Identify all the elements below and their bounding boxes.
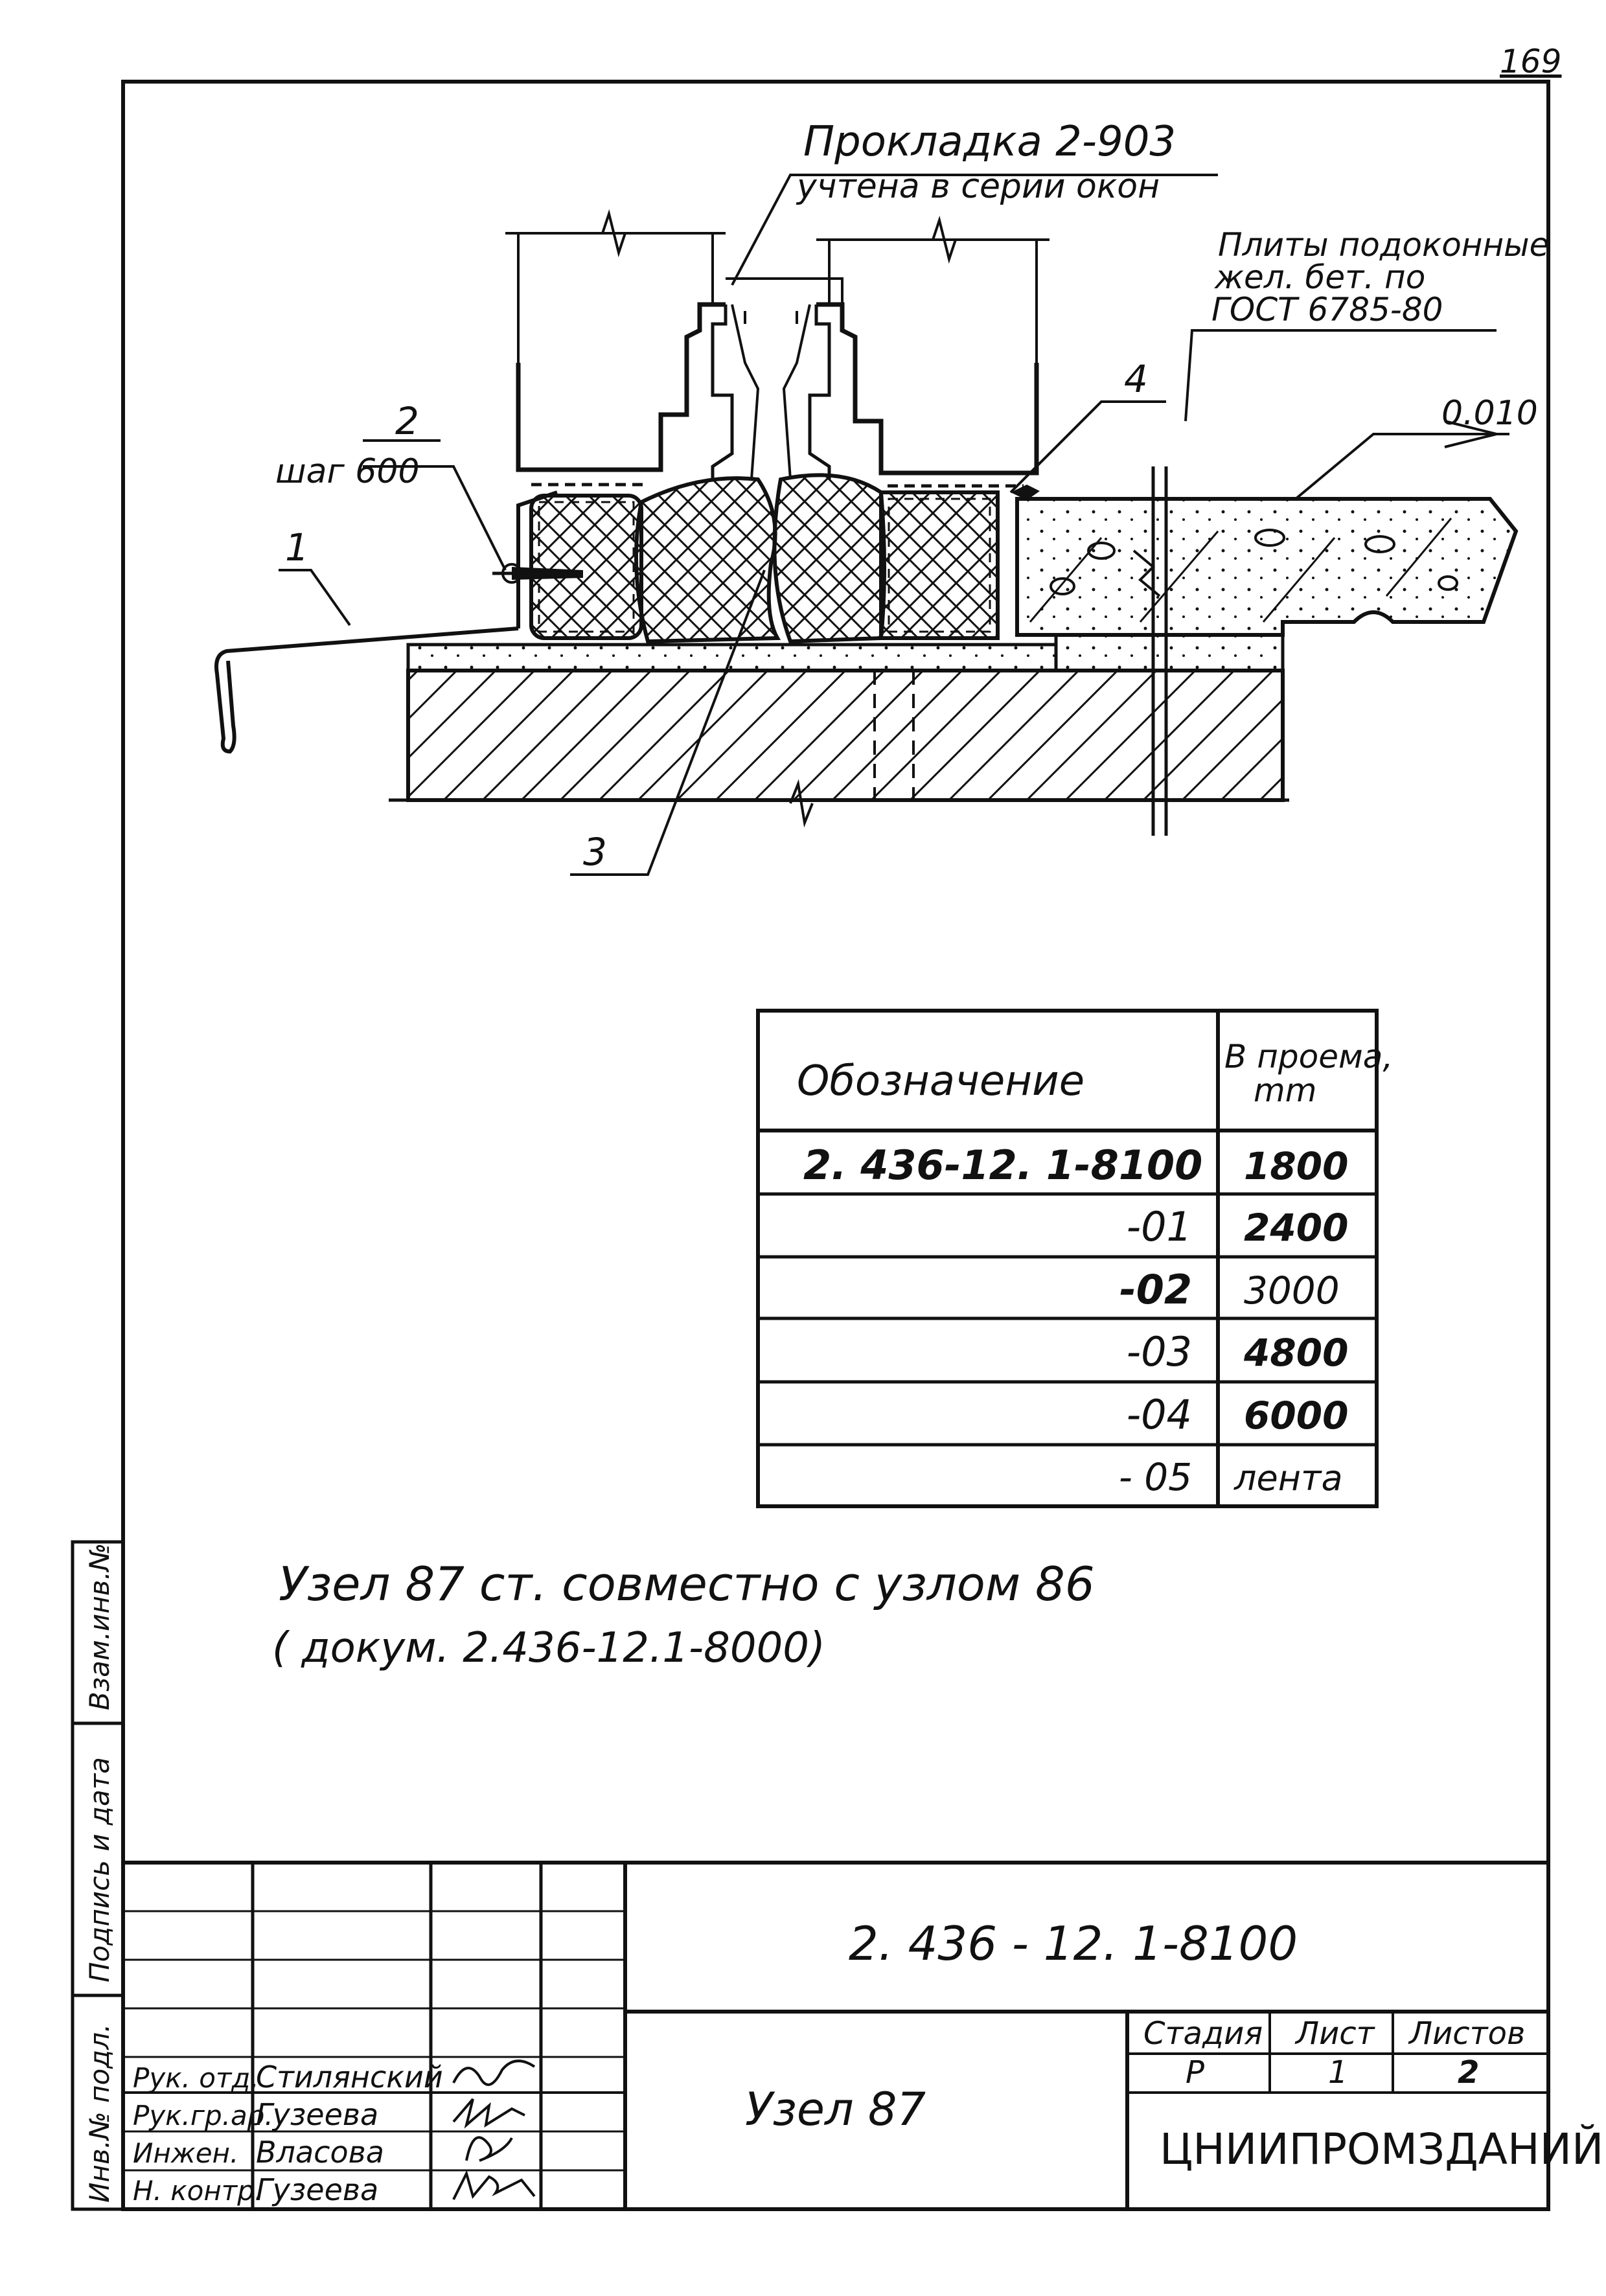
- note-line-1: Узел 87 ст. совместно с узлом 86: [279, 1557, 1095, 1611]
- person-name: Гузеева: [256, 2097, 378, 2132]
- stage-label: Стадия: [1143, 2015, 1263, 2052]
- organization-name: ЦНИИПРОМЗДАНИЙ: [1160, 2124, 1603, 2174]
- signature: [465, 2136, 513, 2162]
- header-opening-1: B проема,: [1224, 1038, 1393, 1075]
- sill-label-2: жел. бет. по: [1214, 258, 1425, 296]
- row-designation: 2. 436-12. 1-8100: [803, 1142, 1202, 1189]
- stamp-signature-date: Подпись и дата: [84, 1757, 115, 1982]
- row-value: 1800: [1244, 1144, 1348, 1188]
- sheet-label: Лист: [1294, 2015, 1376, 2052]
- row-designation: - 05: [1119, 1455, 1192, 1499]
- stamp-original-inv: Инв.№ подл.: [84, 2024, 115, 2203]
- sheets-value: 2: [1458, 2054, 1479, 2091]
- person-name: Власова: [256, 2135, 384, 2170]
- item-number-4: 4: [1124, 357, 1148, 401]
- person-role: Н. контр.: [133, 2175, 263, 2207]
- stamp-replacement-inv: Взам.инв.№: [84, 1543, 115, 1710]
- sill-label-3: ГОСТ 6785-80: [1211, 291, 1443, 328]
- level-mark: 0.010: [1441, 394, 1538, 433]
- sill-label-1: Плиты подоконные: [1218, 226, 1549, 264]
- row-value: 4800: [1243, 1331, 1348, 1375]
- item-number-3: 3: [583, 830, 607, 874]
- sheet-value: 1: [1328, 2054, 1348, 2091]
- sheet-number: 169: [1500, 43, 1561, 80]
- gasket-note: учтена в серии окон: [796, 167, 1160, 206]
- sheets-label: Листов: [1408, 2015, 1525, 2052]
- note: Узел 87 ст. совместно с узлом 86 ( докум…: [272, 1557, 1095, 1672]
- signature: [452, 2098, 525, 2129]
- person-role: Инжен.: [133, 2137, 238, 2169]
- note-line-2: ( докум. 2.436-12.1-8000): [272, 1624, 825, 1672]
- item-number-1: 1: [285, 525, 309, 569]
- row-designation: -04: [1127, 1391, 1192, 1438]
- person-role: Рук.гр.ар.: [133, 2100, 273, 2131]
- person-name: Гузеева: [256, 2172, 378, 2207]
- person-name: Стилянский: [256, 2060, 443, 2095]
- row-value: 6000: [1244, 1394, 1348, 1438]
- drawing-title: Узел 87: [745, 2083, 926, 2136]
- spec-table: Обозначение B проема, mm 2. 436-12. 1-81…: [756, 1009, 1393, 1508]
- item-number-2: 2: [395, 399, 419, 443]
- row-designation: -01: [1127, 1203, 1192, 1250]
- document-code: 2. 436 - 12. 1-8100: [849, 1916, 1298, 1971]
- row-value: 2400: [1244, 1206, 1348, 1250]
- signature: [452, 2060, 536, 2086]
- row-value: 3000: [1244, 1269, 1340, 1313]
- row-designation: -02: [1119, 1266, 1192, 1313]
- row-value: лента: [1233, 1458, 1343, 1498]
- stage-value: Р: [1186, 2054, 1204, 2091]
- row-designation: -03: [1127, 1328, 1192, 1375]
- side-stamp: Взам.инв.№ Подпись и дата Инв.№ подл.: [71, 1540, 125, 2211]
- person-role: Рук. отд.: [133, 2062, 259, 2094]
- title-block: 2. 436 - 12. 1-8100 Узел 87 Стадия Лист …: [121, 1861, 1603, 2211]
- header-designation: Обозначение: [797, 1057, 1084, 1105]
- callouts: Прокладка 2-903 учтена в серии окон Плит…: [275, 118, 1549, 874]
- node-drawing: [214, 174, 1519, 876]
- signature: [452, 2170, 536, 2200]
- item-2-step: шаг 600: [275, 452, 420, 491]
- header-opening-2: mm: [1254, 1072, 1316, 1109]
- gasket-label: Прокладка 2-903: [803, 118, 1176, 166]
